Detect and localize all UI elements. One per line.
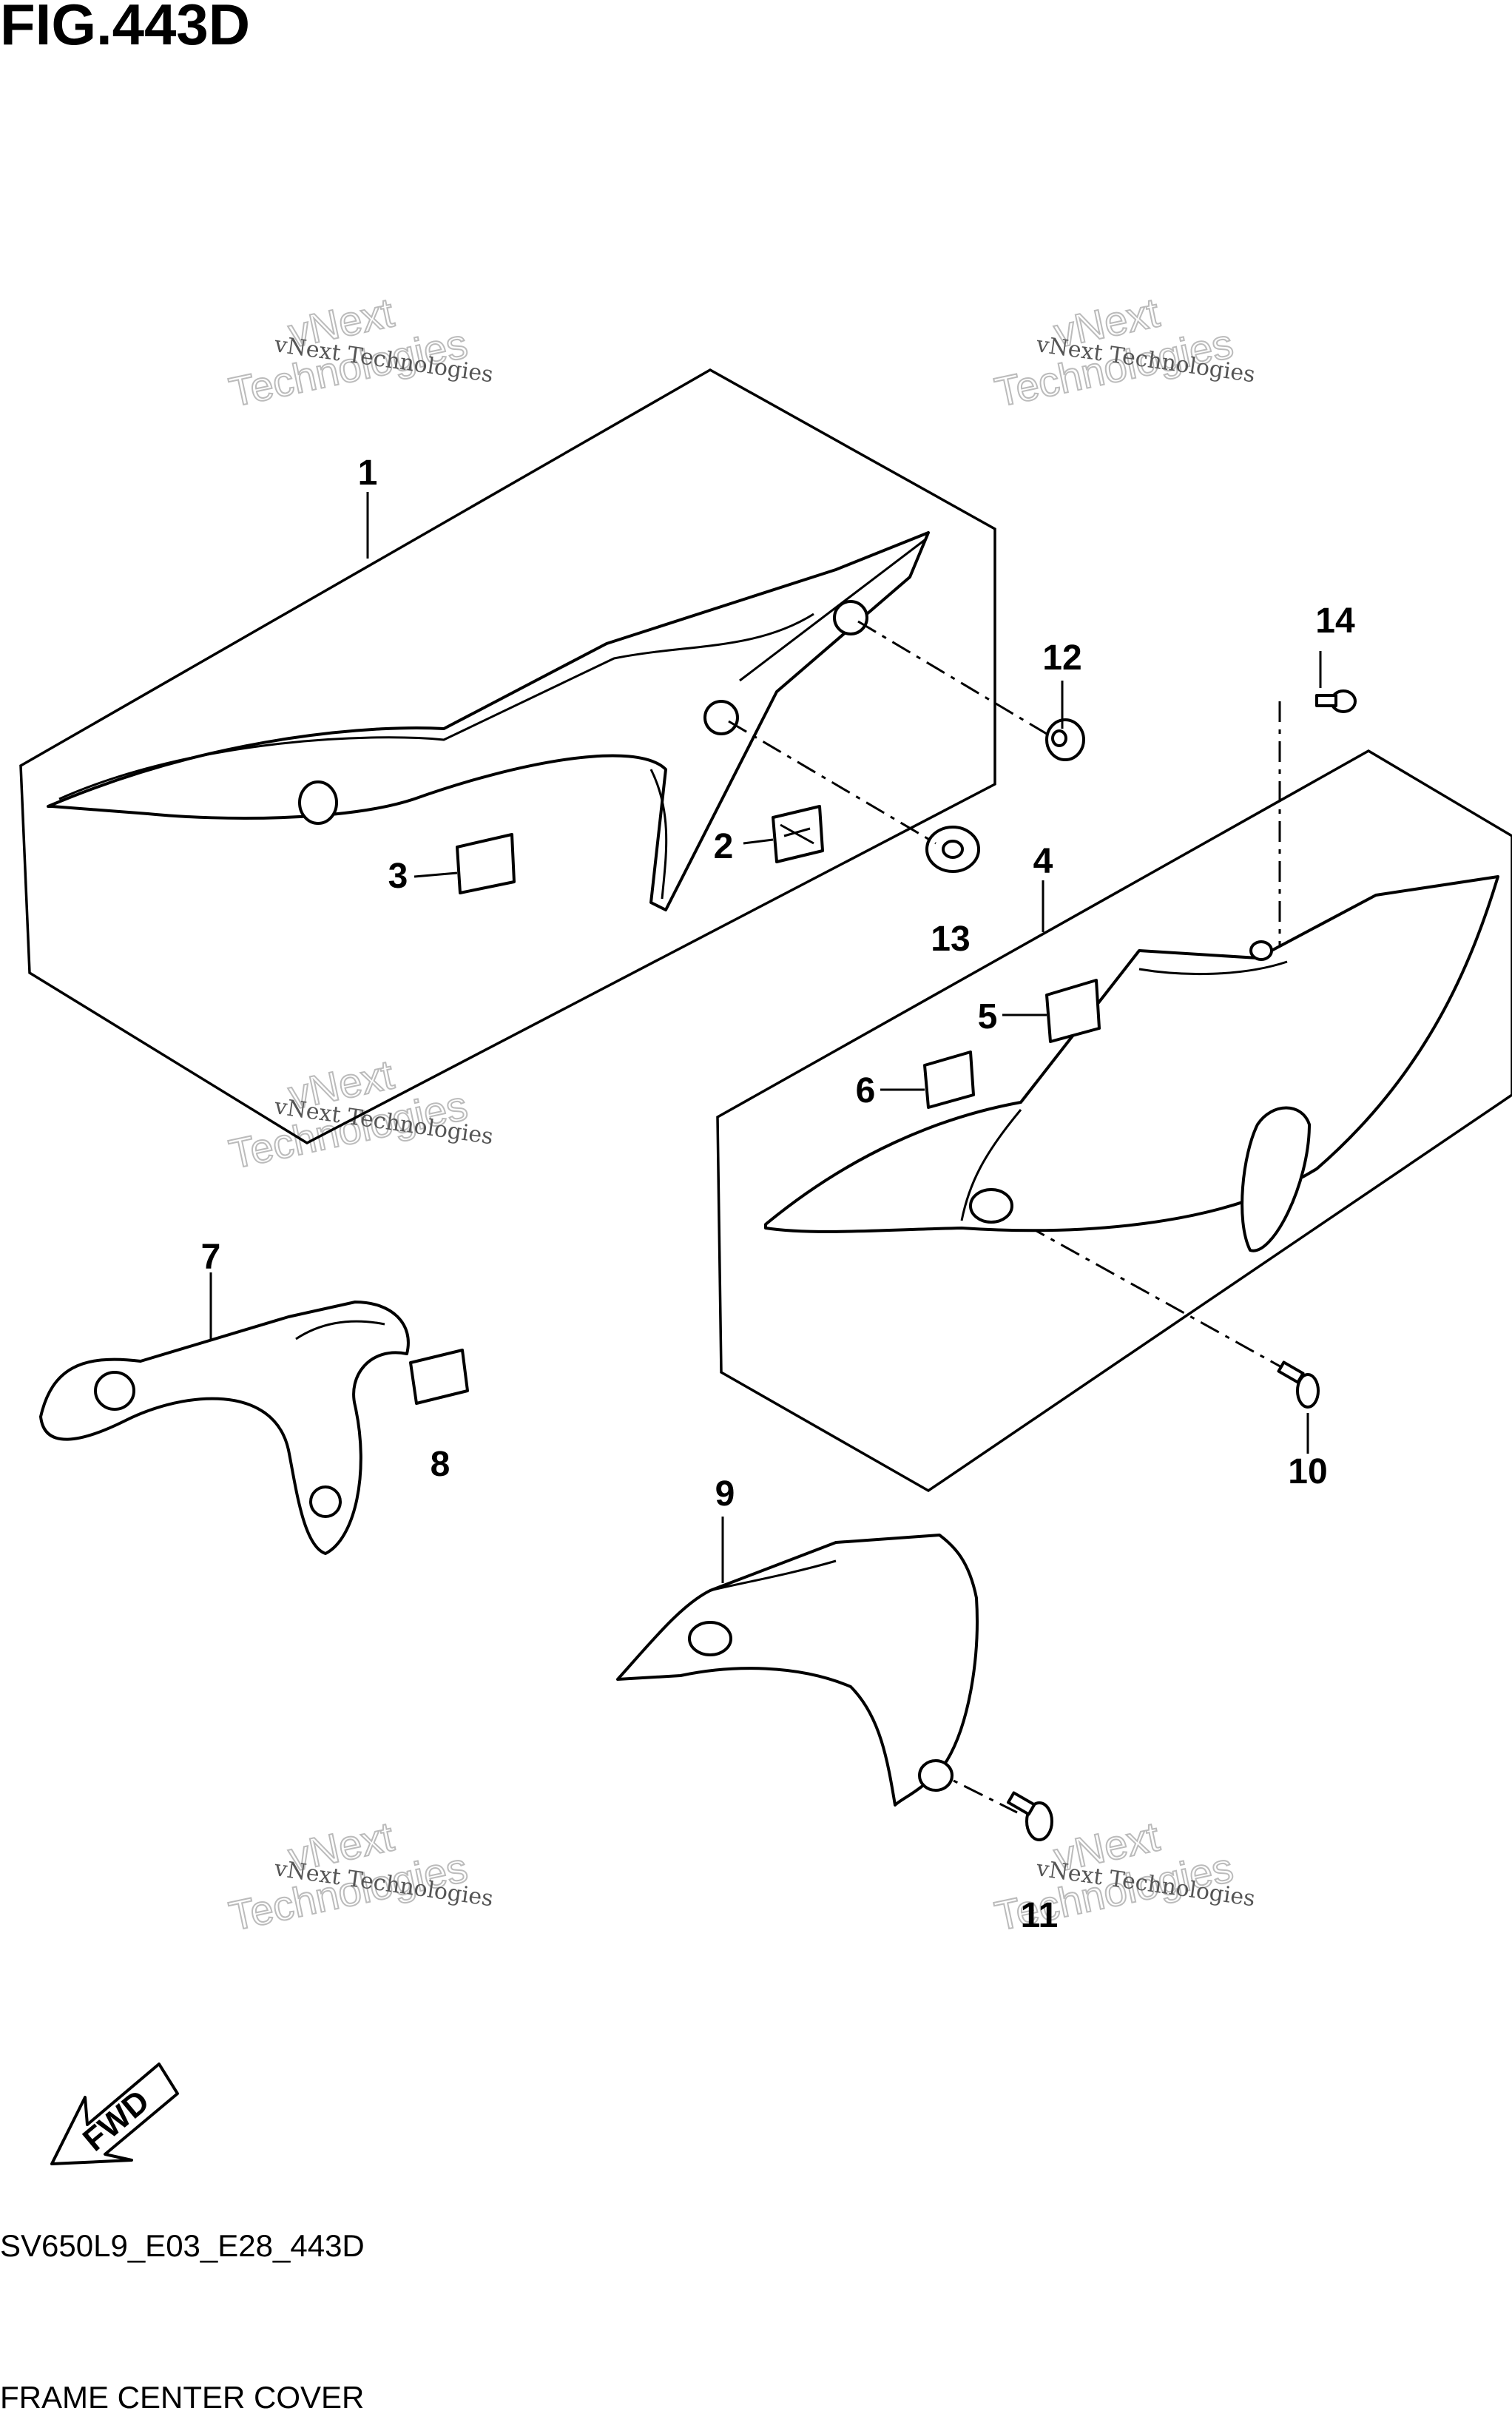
part-4-side-cover — [764, 875, 1499, 1252]
part-13-grommet — [925, 826, 980, 873]
assembly-box-1 — [19, 368, 996, 1145]
callout-12: 12 — [1042, 638, 1081, 678]
callout-leaders — [209, 492, 1322, 1583]
part-12-grommet — [1045, 718, 1085, 761]
forward-arrow-icon: FWD — [50, 2063, 179, 2165]
callout-5: 5 — [978, 997, 998, 1036]
leader-line-10 — [990, 1204, 1292, 1374]
part-9-cover — [616, 1534, 979, 1807]
figure-name: FRAME CENTER COVER — [0, 2380, 364, 2415]
callout-2: 2 — [714, 827, 734, 866]
leader-line-13 — [728, 720, 936, 845]
part-8-pad — [409, 1349, 469, 1405]
callout-14: 14 — [1315, 601, 1355, 641]
callout-13: 13 — [931, 920, 970, 959]
callout-4: 4 — [1033, 842, 1053, 881]
part-6-pad — [923, 1050, 975, 1109]
part-3-pad — [456, 833, 516, 894]
callout-3: 3 — [388, 857, 408, 896]
watermark-bottom-left: Technologies vNext vNext Technologies — [224, 1812, 494, 1940]
watermark-top-left: Technologies vNext vNext Technologies — [224, 288, 494, 416]
watermark-top-right: Technologies vNext vNext Technologies — [990, 288, 1256, 416]
callout-11: 11 — [1021, 1896, 1059, 1935]
part-11-screw — [1007, 1791, 1053, 1841]
part-14-screw — [1315, 689, 1357, 713]
callout-10: 10 — [1288, 1452, 1327, 1491]
figure-title: FIG.443D — [0, 0, 250, 57]
callout-8: 8 — [431, 1445, 450, 1484]
callout-6: 6 — [856, 1071, 876, 1110]
part-5-pad — [1045, 979, 1101, 1043]
part-1-frame-cover — [47, 531, 930, 911]
part-10-screw — [1277, 1360, 1320, 1409]
callout-1: 1 — [358, 453, 378, 493]
callout-7: 7 — [201, 1238, 221, 1277]
leader-line-12 — [857, 620, 1051, 738]
figure-code: SV650L9_E03_E28_443D — [0, 2228, 365, 2263]
part-7-cover — [39, 1301, 410, 1555]
assembly-box-4 — [716, 749, 1512, 1493]
callout-9: 9 — [715, 1474, 735, 1514]
part-2-pad — [772, 805, 824, 863]
